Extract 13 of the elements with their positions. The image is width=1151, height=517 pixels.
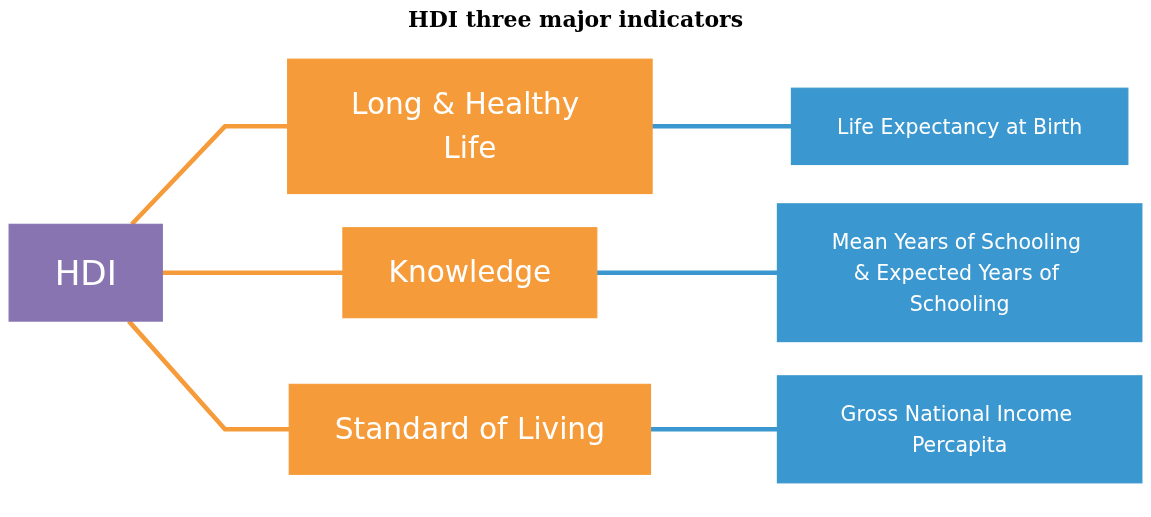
node-box: Mean Years of Schooling & Expected Years of Schooling — [776, 203, 1143, 343]
connector — [652, 124, 792, 129]
node-box: HDI — [8, 223, 163, 322]
node-box: Standard of Living — [288, 383, 652, 475]
connector — [596, 270, 778, 275]
node-box: Life Expectancy at Birth — [790, 87, 1129, 166]
connector — [650, 427, 778, 432]
node-box: Gross National Income Percapita — [776, 375, 1143, 484]
connector — [162, 270, 343, 275]
node-box: Knowledge — [342, 227, 598, 319]
node-box: Long & Healthy Life — [287, 58, 653, 195]
diagram-title: HDI three major indicators — [406, 6, 745, 32]
connector — [130, 124, 288, 226]
